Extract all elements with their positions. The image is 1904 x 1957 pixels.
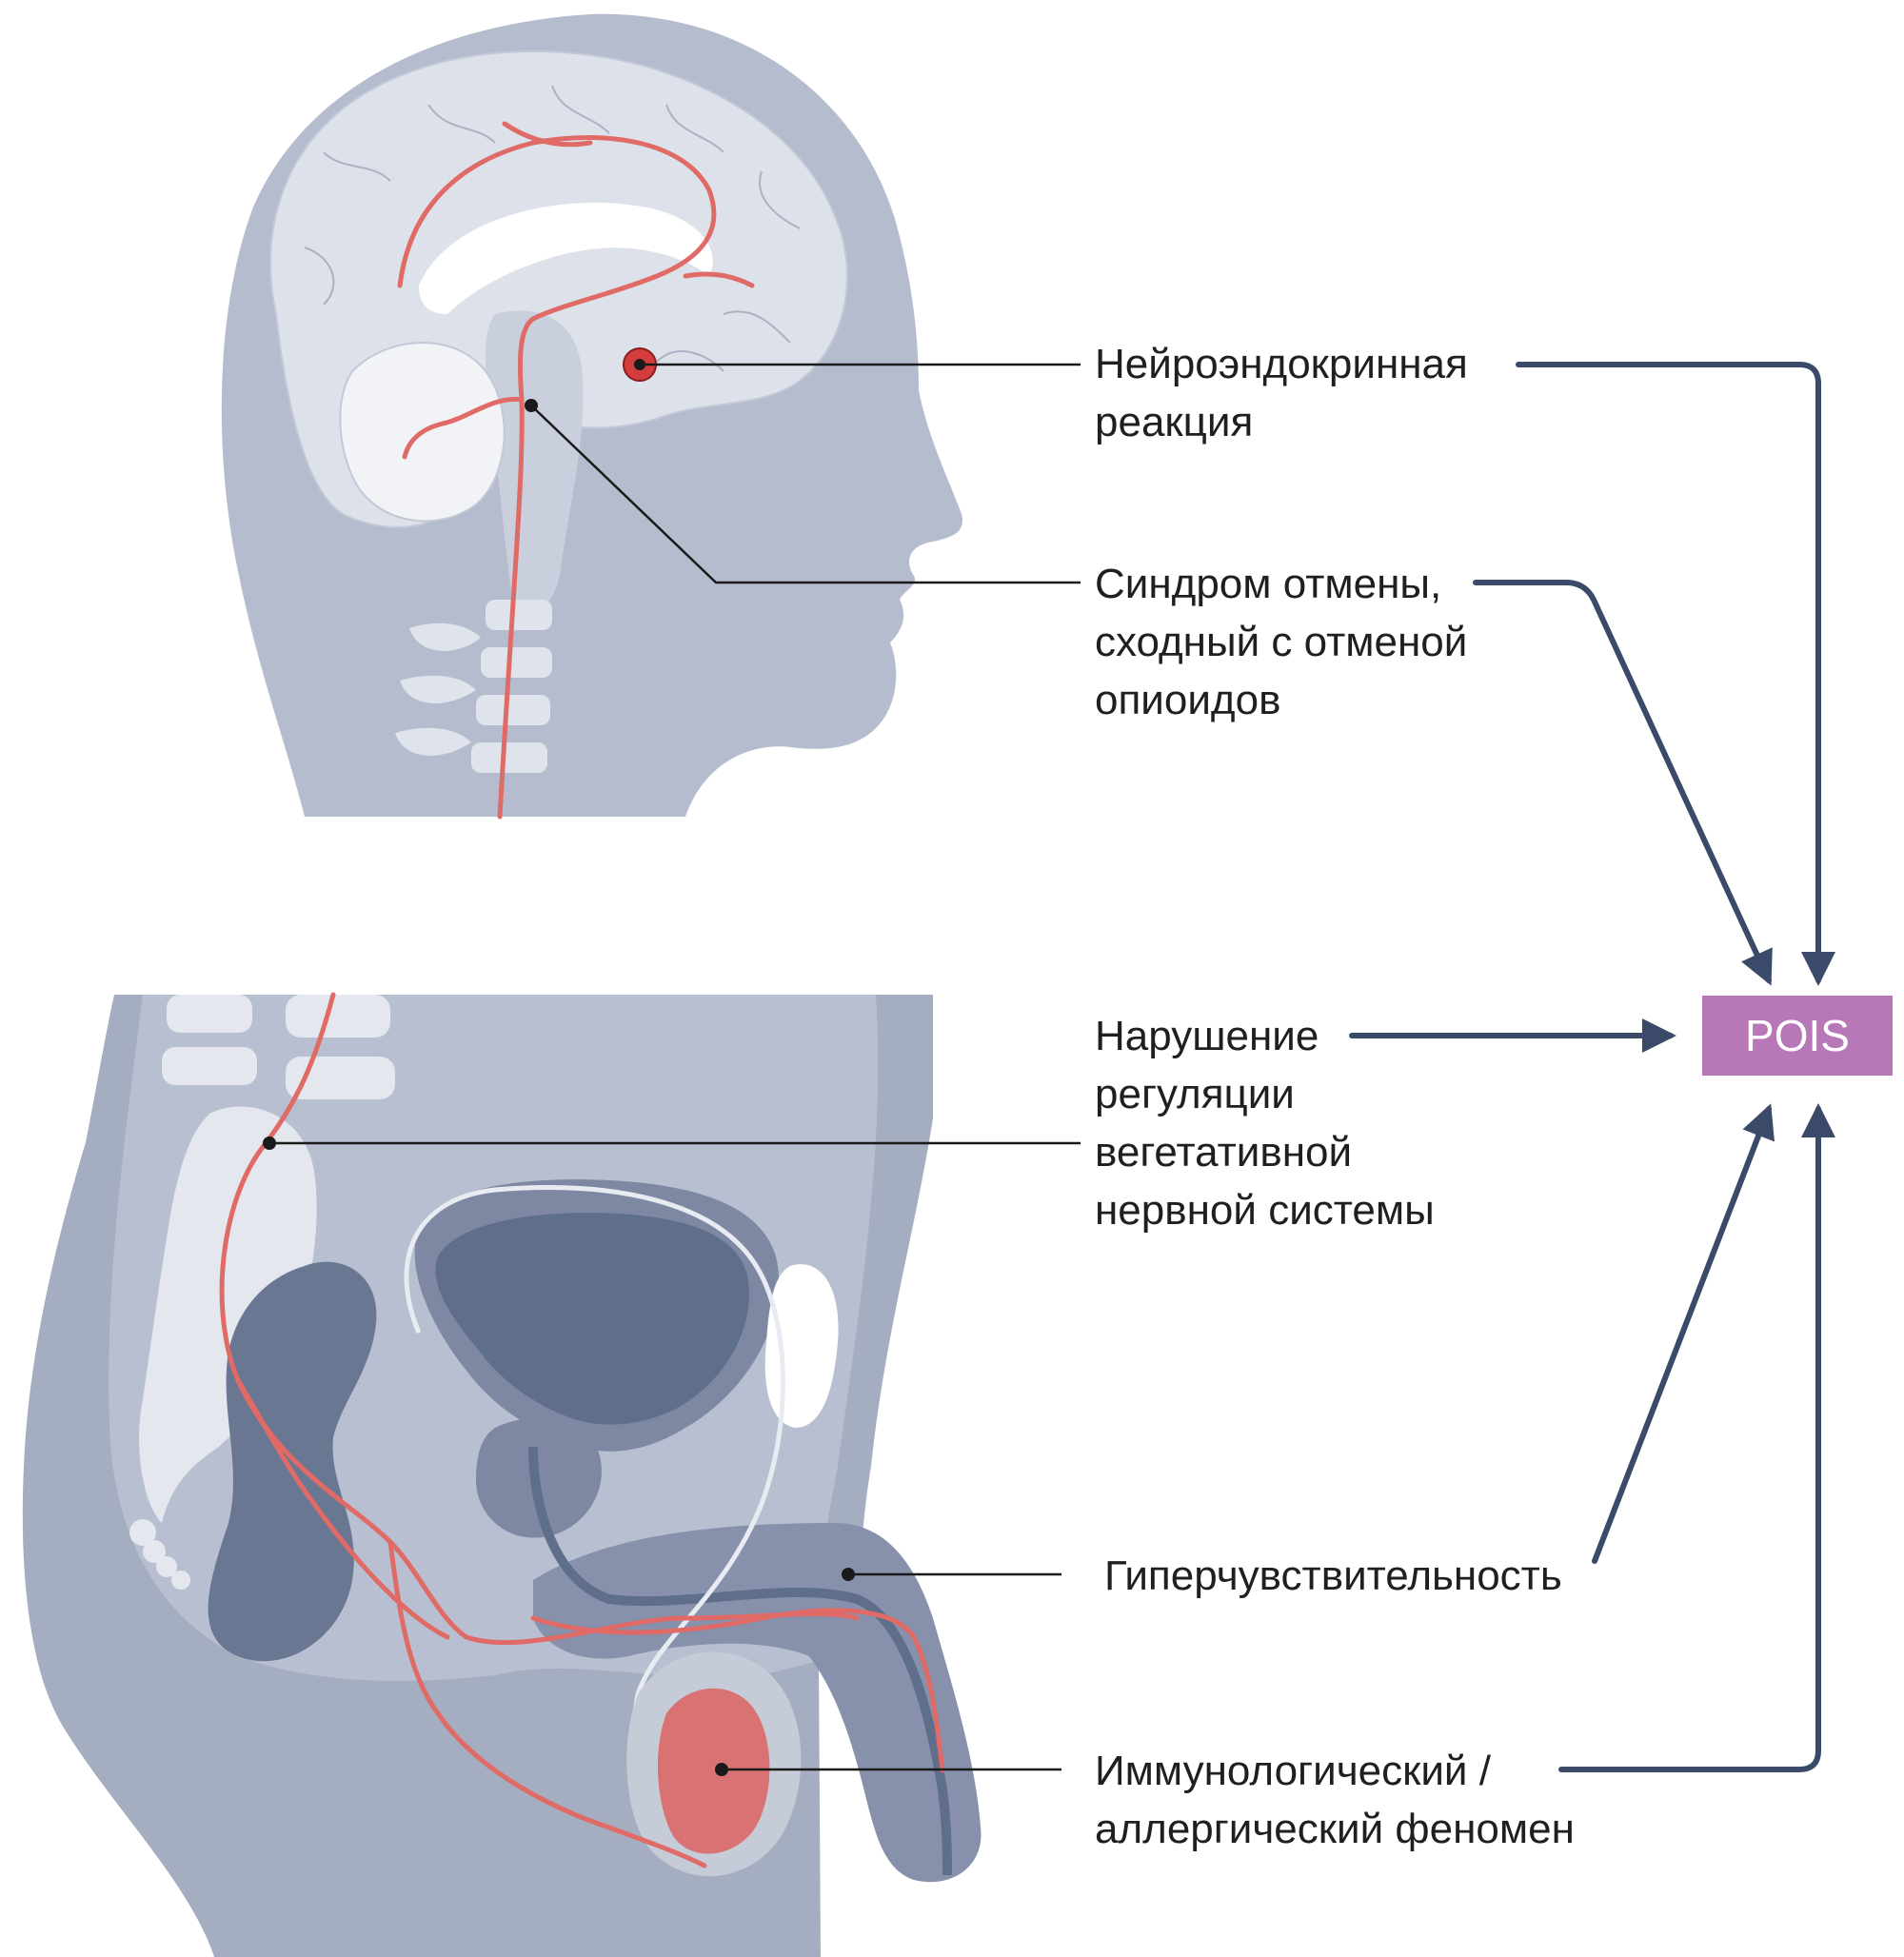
label-immunologic-line1: Иммунологический / (1095, 1748, 1492, 1794)
label-autonomic-line3: вегетативной (1095, 1129, 1352, 1176)
corpus-callosum (419, 202, 713, 314)
lumbar-spine (129, 995, 395, 1590)
pois-label: POIS (1745, 1011, 1850, 1060)
testis (657, 1688, 770, 1854)
label-hypersensitivity: Гиперчувствительность (1104, 1552, 1562, 1599)
label-autonomic-line1: Нарушение (1095, 1013, 1319, 1059)
pois-box-background (1702, 996, 1893, 1076)
label-immunologic: Иммунологический / аллергический феномен (1095, 1748, 1575, 1852)
bladder-inner (435, 1213, 749, 1425)
arrow-immunologic (1558, 1103, 1835, 1772)
label-withdrawal-line2: сходный с отменой (1095, 619, 1467, 665)
label-neuroendocrine-line1: Нейроэндокринная (1095, 341, 1468, 387)
pelvis-illustration (22, 992, 982, 1957)
label-withdrawal-line3: опиоидов (1095, 677, 1280, 723)
label-withdrawal: Синдром отмены, сходный с отменой опиоид… (1095, 561, 1479, 723)
urethra (528, 1446, 952, 1876)
label-autonomic-line4: нервной системы (1095, 1187, 1435, 1234)
arrow-neuroendocrine (1516, 362, 1835, 986)
label-withdrawal-line1: Синдром отмены, (1095, 561, 1441, 607)
cervical-spine (395, 600, 552, 773)
label-neuroendocrine-line2: реакция (1095, 399, 1253, 445)
leader-lines (269, 363, 1081, 1771)
leader-withdrawal (530, 405, 1081, 584)
pois-box: POIS (1702, 996, 1893, 1076)
arrow-hypersensitivity (1592, 1103, 1775, 1564)
labels: Нейроэндокринная реакция Синдром отмены,… (1095, 341, 1575, 1852)
label-hypersensitivity-line1: Гиперчувствительность (1104, 1552, 1562, 1599)
brain-gyri (304, 85, 801, 372)
label-autonomic: Нарушение регуляции вегетативной нервной… (1095, 1013, 1435, 1234)
arrows (1349, 362, 1835, 1772)
head-illustration (221, 13, 962, 820)
label-autonomic-line2: регуляции (1095, 1071, 1295, 1117)
brainstem (486, 310, 584, 613)
label-immunologic-line2: аллергический феномен (1095, 1806, 1575, 1852)
arrow-withdrawal (1473, 580, 1773, 986)
brain-nerve-paths (397, 121, 755, 820)
label-neuroendocrine: Нейроэндокринная реакция (1095, 341, 1479, 445)
